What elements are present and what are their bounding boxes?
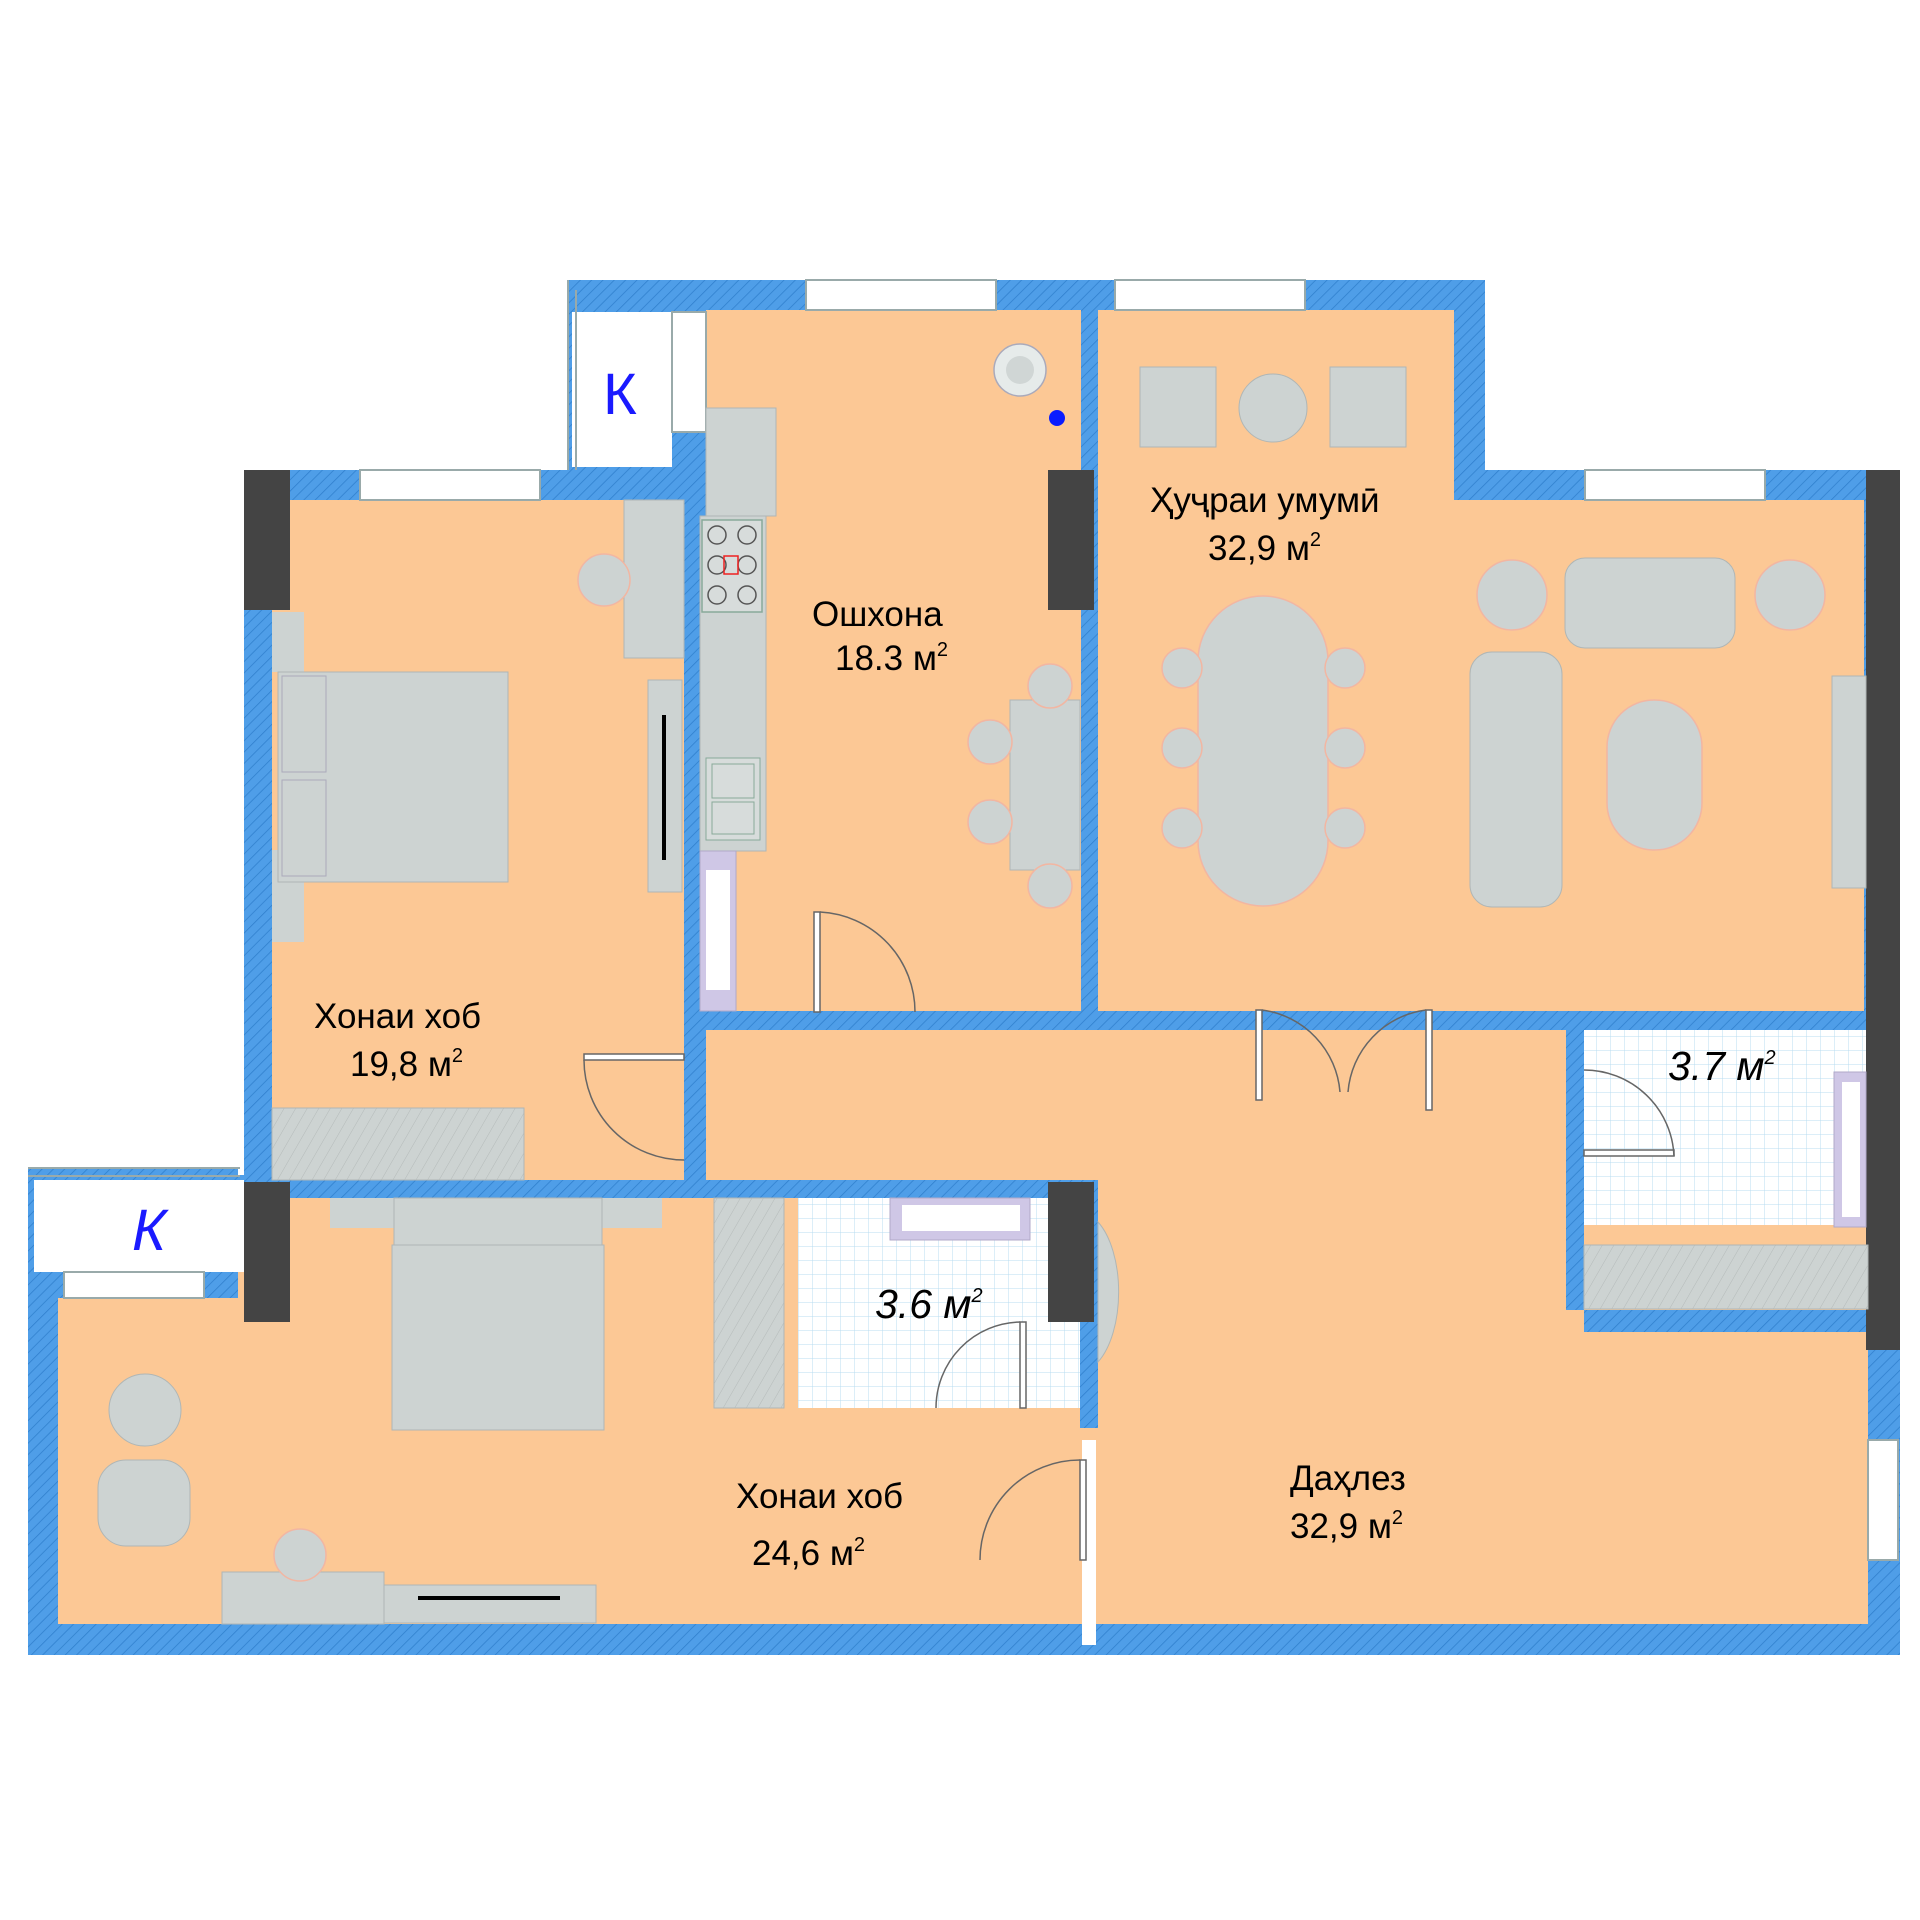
hall-name: Даҳлез: [1290, 1459, 1406, 1498]
chair-icon: [97, 1459, 191, 1547]
chair-icon: [1476, 559, 1826, 631]
wardrobe-icon: [623, 499, 685, 659]
room-labels: Ошхона 18.3 м2 Ҳуҷраи умумӣ 32,9 м2 Хона…: [132, 362, 1776, 1573]
living-furniture: [1139, 366, 1867, 908]
stove-icon: [701, 519, 763, 613]
kitchen-name: Ошхона: [812, 595, 943, 634]
kitchen-area: 18.3 м2: [835, 639, 948, 678]
chair-icon: [273, 1528, 327, 1582]
table-icon: [108, 1373, 182, 1447]
desk: [221, 1571, 385, 1625]
bathroom-2-area: 3.7 м2: [1668, 1043, 1776, 1089]
tv-icon: [1831, 675, 1867, 889]
bedroom-1-area: 19,8 м2: [350, 1045, 463, 1084]
balcony-top-label: К: [603, 362, 637, 427]
chair-icon: [577, 553, 631, 607]
table-icon: [1238, 373, 1308, 443]
chair-icon: [1161, 647, 1366, 849]
bed-icon: [272, 612, 509, 942]
door-icon: [583, 911, 1675, 1561]
columns: [244, 470, 1900, 1350]
bedroom-2-area: 24,6 м2: [752, 1534, 865, 1573]
bed-icon: [330, 1197, 662, 1431]
wardrobe-icon: [713, 1197, 785, 1409]
sink-icon: [705, 757, 761, 841]
bathroom-1-area: 3.6 м2: [875, 1281, 983, 1327]
living-name: Ҳуҷраи умумӣ: [1150, 481, 1380, 520]
floors: [58, 310, 1868, 1624]
chair-icon: [967, 663, 1073, 909]
balcony-left: [28, 1167, 244, 1299]
bathroom-2-floor: [1584, 1030, 1868, 1225]
bedroom-2-furniture: [97, 1071, 1869, 1625]
kitchen-furniture: [699, 343, 1081, 1012]
wardrobe-icon: [271, 1107, 525, 1181]
chair-icon: [1139, 366, 1407, 448]
table-icon: [1009, 699, 1081, 871]
plant-icon: [993, 343, 1047, 397]
wardrobe-icon: [1583, 1244, 1869, 1310]
bedroom-2-name: Хонаи хоб: [736, 1477, 903, 1516]
bedroom-1-furniture: [271, 499, 685, 1181]
tv-icon: [383, 1584, 597, 1624]
balcony-left-label: К: [132, 1198, 169, 1263]
fridge: [705, 407, 777, 517]
living-area: 32,9 м2: [1208, 529, 1321, 568]
hall-floor-left: [692, 1030, 1572, 1182]
toilet: [1097, 1220, 1120, 1364]
table-icon: [1197, 595, 1329, 907]
window-icon: [359, 279, 1899, 1561]
marker-icon: [1049, 410, 1065, 426]
balcony-top: [567, 280, 707, 470]
hall-area: 32,9 м2: [1290, 1507, 1403, 1546]
sofa-icon: [1469, 557, 1736, 908]
table-icon: [1606, 699, 1703, 851]
bedroom-1-name: Хонаи хоб: [314, 997, 481, 1036]
